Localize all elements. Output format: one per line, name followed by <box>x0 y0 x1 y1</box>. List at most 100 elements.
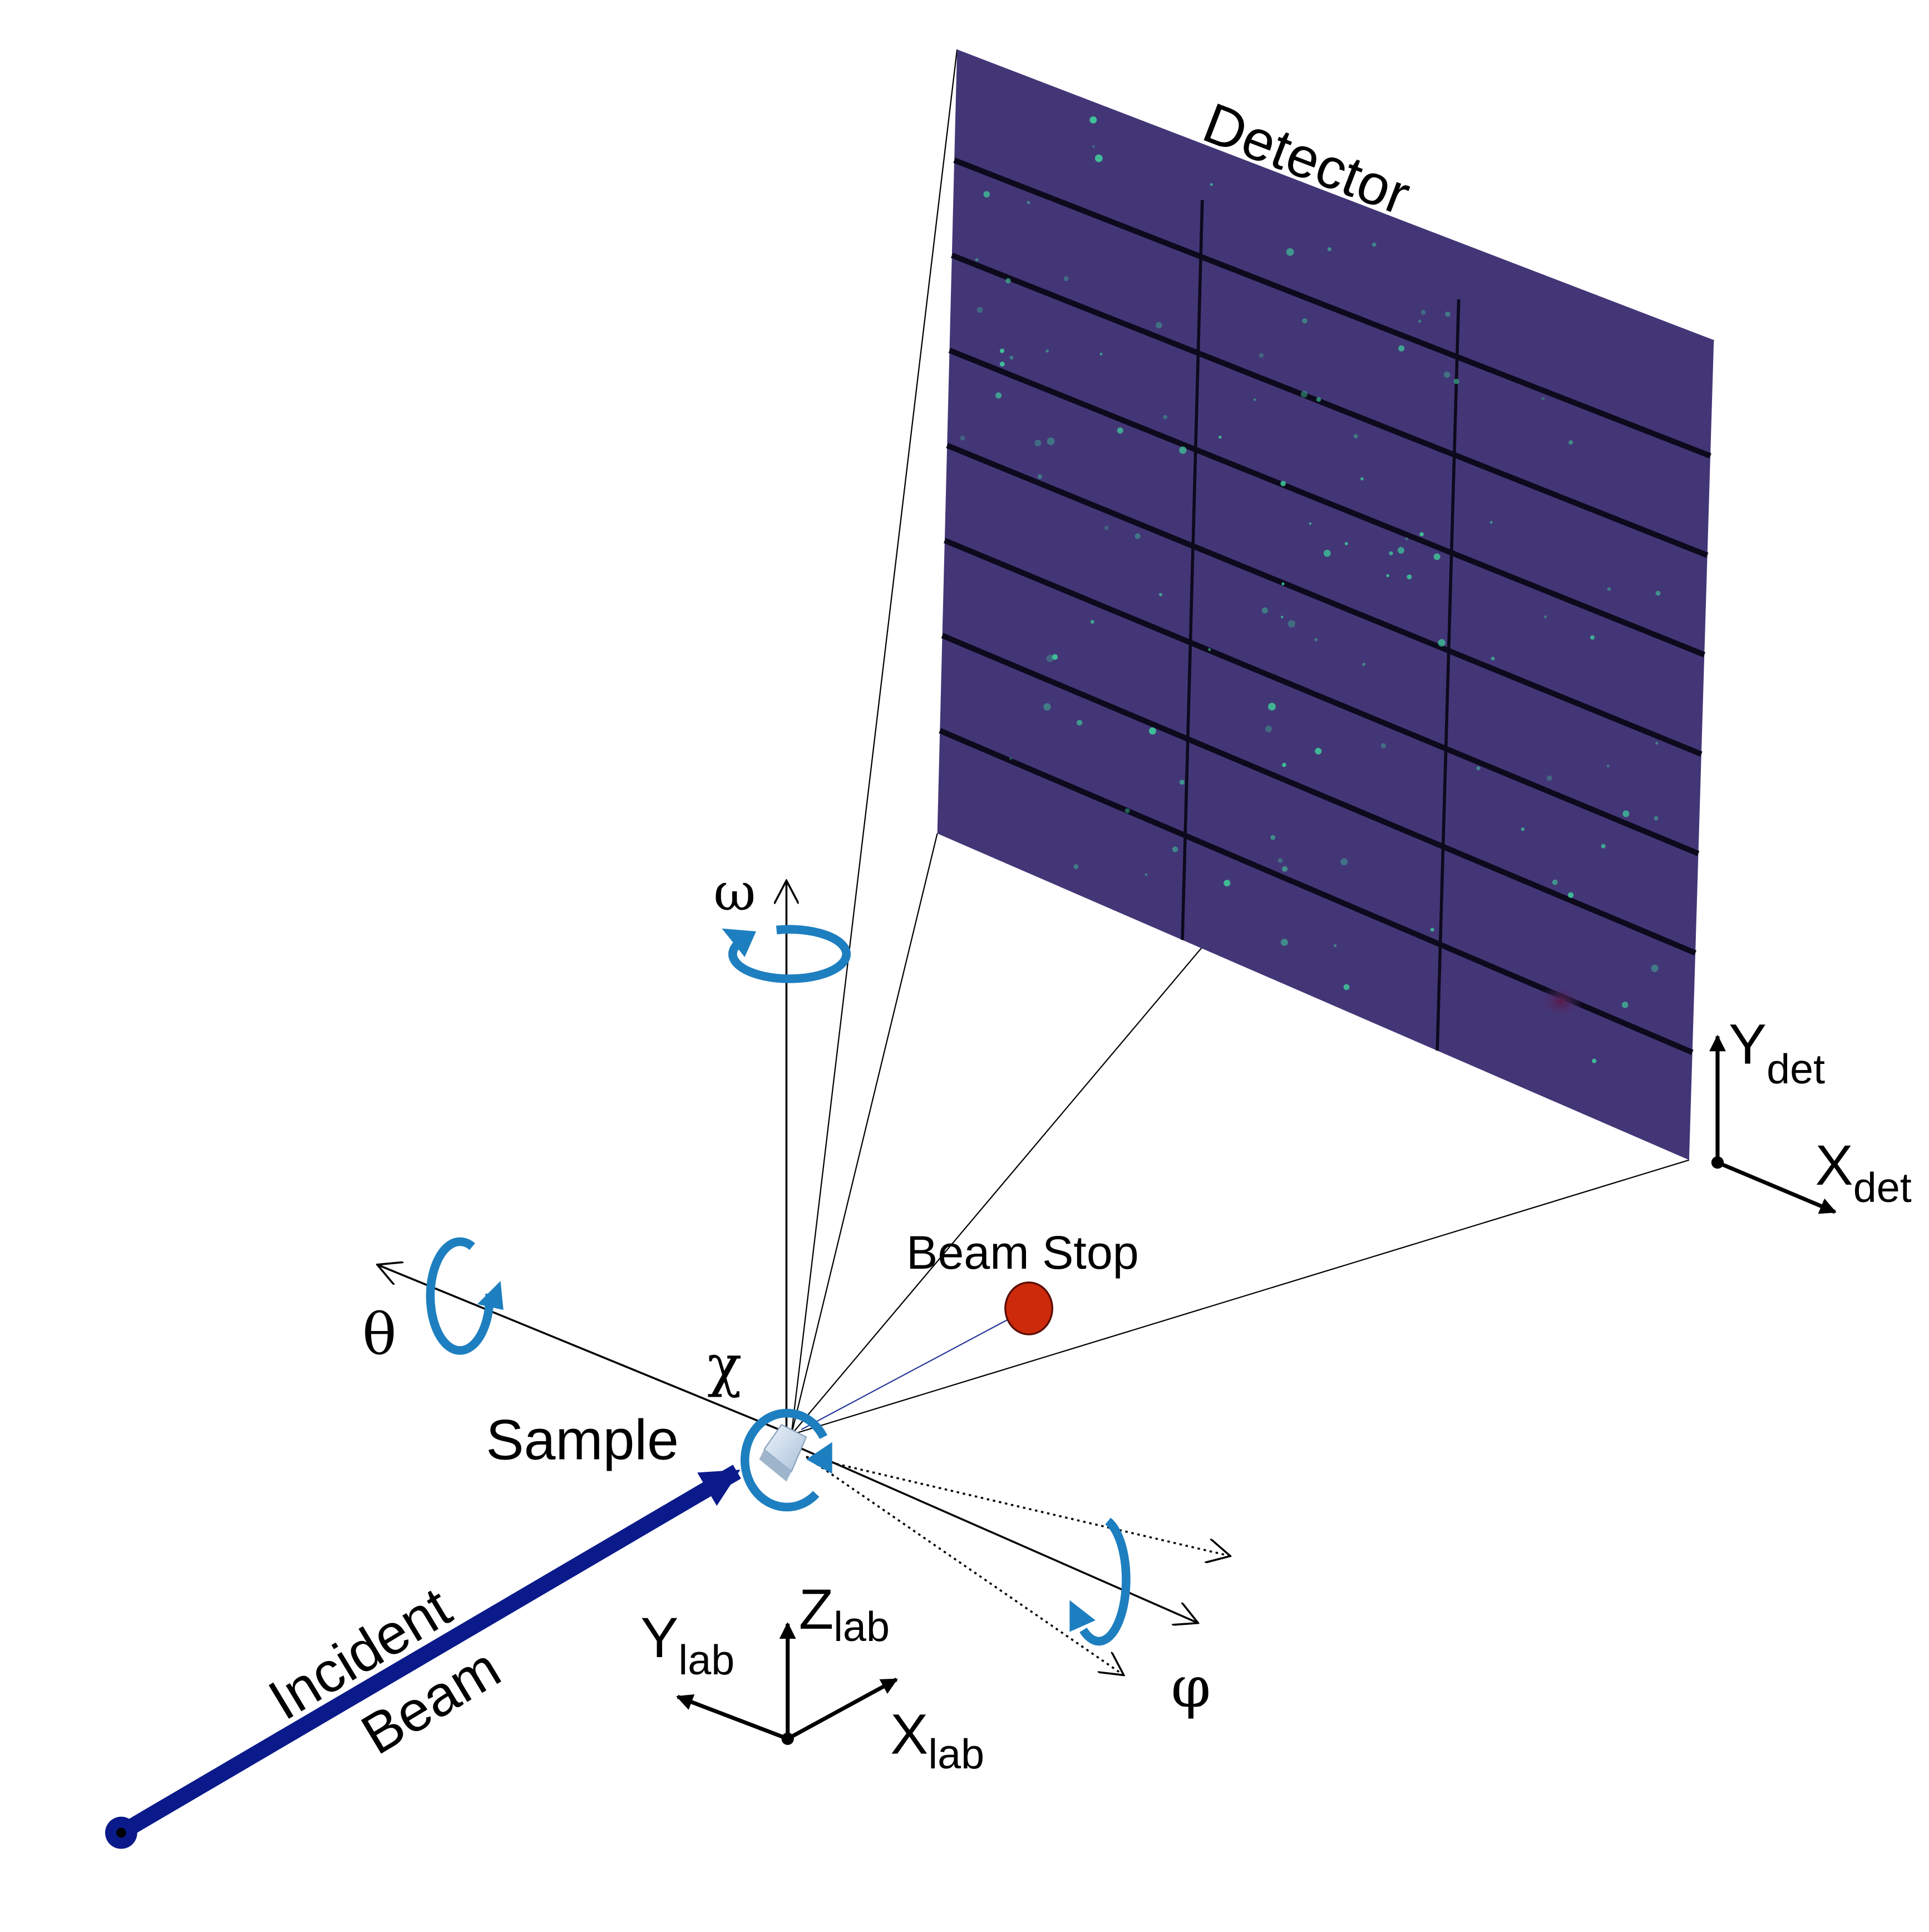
x-det-axis <box>1716 1160 1837 1214</box>
module-gap-horizontal <box>948 347 1706 658</box>
detector-frame-axes <box>1709 1034 1837 1214</box>
sample-label: Sample <box>486 1407 679 1471</box>
phi-label: φ <box>1171 1654 1211 1721</box>
diffraction-spot <box>1445 312 1451 317</box>
module-gap-vertical <box>1181 200 1204 940</box>
diffraction-spot <box>1654 816 1659 821</box>
detector-panel <box>937 49 1714 1160</box>
diffraction-spot <box>1047 437 1055 445</box>
diffraction-spot <box>1420 310 1426 315</box>
diffraction-spot <box>1210 183 1213 186</box>
diffraction-spot <box>1301 391 1308 398</box>
diffraction-spot <box>1353 434 1358 439</box>
beam-stop-shadow <box>1538 984 1583 1019</box>
diffraction-spot <box>1144 873 1148 876</box>
y-lab-axis <box>676 1694 788 1741</box>
chi-label: χ <box>707 1333 742 1399</box>
diffraction-spot <box>1286 248 1294 256</box>
diffraction-spot <box>1444 371 1451 378</box>
diffraction-spot <box>1340 858 1348 866</box>
diffraction-spot <box>1179 446 1187 454</box>
diffraction-spot <box>1043 703 1051 711</box>
diffraction-spot <box>1090 620 1094 624</box>
diffraction-spot <box>1302 318 1308 324</box>
diffraction-spot <box>1117 427 1123 434</box>
module-gap-horizontal <box>946 442 1703 757</box>
phi-dotted-ray-upper <box>806 1456 1229 1556</box>
diffraction-spot <box>1433 553 1440 560</box>
diffraction-spot <box>1287 620 1296 628</box>
diffraction-spot <box>1089 116 1097 124</box>
diffraction-spot <box>975 258 979 262</box>
beam-stop: Beam Stop <box>801 1226 1139 1431</box>
x-lab-label: Xlab <box>890 1702 984 1778</box>
theta-axis: θ <box>362 1265 792 1436</box>
diffraction-spot <box>1380 743 1387 748</box>
diffraction-spot <box>1265 725 1272 732</box>
diffraction-spot <box>1172 846 1178 852</box>
diffraction-spot <box>1281 582 1285 585</box>
omega-rotation-icon <box>722 925 851 983</box>
diffraction-spot <box>1389 551 1393 555</box>
diffraction-spot <box>1282 762 1286 767</box>
detector-module-gaps <box>939 157 1711 1055</box>
diffraction-spot <box>1253 398 1256 401</box>
diffraction-spot <box>1333 944 1337 948</box>
diffraction-spot <box>1099 352 1103 356</box>
diffraction-spot <box>1163 415 1167 420</box>
diffraction-spot <box>1418 319 1422 323</box>
diffraction-spot <box>1489 521 1493 524</box>
diffraction-spot <box>1655 590 1661 596</box>
theta-rotation-icon <box>426 1237 504 1355</box>
diffraction-spot <box>1063 276 1069 282</box>
diffraction-spot <box>1270 835 1276 840</box>
y-lab-label: Ylab <box>640 1605 734 1684</box>
diffraction-spot <box>1052 654 1058 660</box>
diffraction-spot <box>1208 648 1211 652</box>
beam-stop-label: Beam Stop <box>906 1226 1139 1279</box>
diffraction-spot <box>960 435 965 441</box>
diffraction-spot <box>999 361 1005 367</box>
diffraction-spot <box>1344 542 1348 545</box>
omega-axis: ω <box>713 862 786 1432</box>
diffraction-spot <box>1521 827 1525 831</box>
projection-line-top-left <box>791 49 958 1435</box>
diffraction-spot <box>976 307 983 313</box>
module-gap-horizontal <box>943 538 1700 856</box>
beam-stop-disc <box>1004 1281 1053 1335</box>
diffraction-spot <box>1407 574 1412 580</box>
diffraction-spot <box>1261 607 1268 614</box>
diffraction-spot <box>1000 348 1005 353</box>
diffraction-spot <box>1360 477 1364 481</box>
diffraction-spot <box>1149 727 1156 735</box>
y-det-label: Ydet <box>1729 1012 1825 1093</box>
omega-label: ω <box>713 862 756 923</box>
diffraction-spot <box>1315 747 1322 755</box>
diffraction-spot <box>1606 765 1610 768</box>
diffraction-spot <box>983 191 990 198</box>
diffraction-spot <box>1453 378 1459 385</box>
diffraction-spot <box>1277 857 1283 863</box>
diffraction-spot <box>1607 587 1611 591</box>
beam-stop-ray <box>801 1308 1029 1431</box>
diffraction-spot <box>1398 546 1405 554</box>
diffraction-spot <box>1259 353 1264 358</box>
diffraction-spot <box>1134 533 1141 539</box>
diffraction-spot <box>1655 742 1659 745</box>
diffraction-spot <box>1568 440 1573 445</box>
diffraction-spot <box>1124 808 1130 814</box>
detector-surface <box>937 49 1714 1160</box>
diffraction-spot <box>1281 866 1288 872</box>
lab-frame-axes <box>676 1622 898 1741</box>
diffraction-spot <box>1592 1058 1597 1063</box>
diffraction-spot <box>1552 879 1558 885</box>
diffraction-spot <box>1309 522 1312 525</box>
diffraction-spot <box>1280 615 1284 618</box>
diffraction-spot <box>1223 880 1231 887</box>
diffraction-spot <box>1372 242 1377 247</box>
diffraction-spot <box>1343 984 1350 990</box>
z-lab-label: Zlab <box>799 1577 890 1650</box>
diffraction-spot <box>1280 939 1288 946</box>
diffraction-spot <box>995 392 1002 399</box>
